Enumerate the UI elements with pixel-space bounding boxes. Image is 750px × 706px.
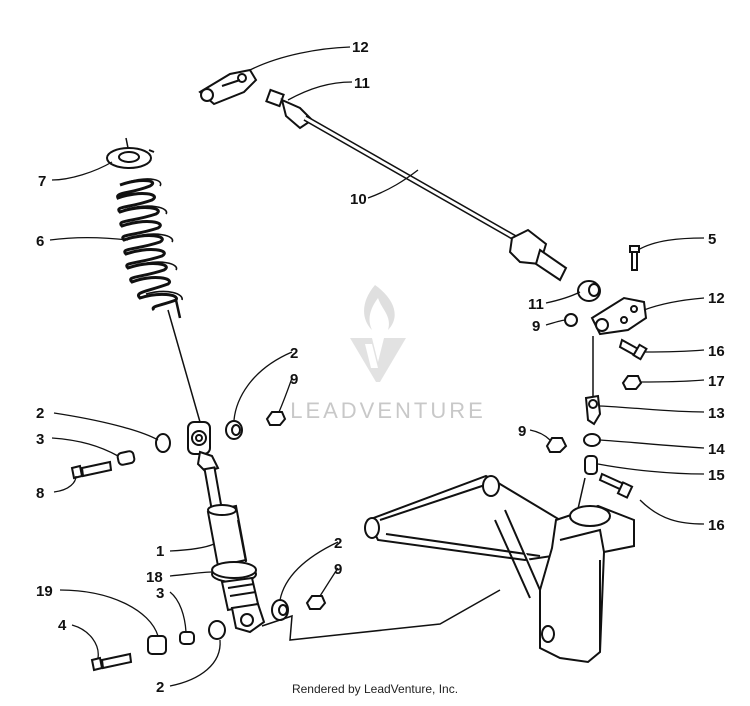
callout-15: 15 — [708, 467, 725, 484]
callout-6: 6 — [36, 233, 44, 250]
spindle — [539, 504, 635, 664]
bolt-8 — [70, 460, 113, 480]
watermark-logo — [350, 285, 406, 382]
leader-lines — [49, 46, 705, 687]
shock-shaft — [196, 450, 223, 510]
callout-9-lower: 9 — [334, 561, 342, 578]
mount-line — [261, 589, 501, 641]
bolt-16-lower — [598, 472, 634, 499]
bushing-upper-right-2 — [225, 420, 243, 440]
callout-17: 17 — [708, 373, 725, 390]
bolt-5 — [629, 245, 640, 271]
callout-4: 4 — [58, 617, 67, 634]
a-arm — [364, 474, 562, 614]
callout-7: 7 — [38, 173, 46, 190]
spacer-19 — [147, 635, 167, 655]
nut-9-lower — [305, 595, 327, 610]
spring-retainer — [106, 147, 155, 169]
callout-12-right: 12 — [708, 290, 725, 307]
callout-2-lower-left: 2 — [156, 679, 164, 696]
callout-10: 10 — [350, 191, 367, 208]
callout-1: 1 — [156, 543, 164, 560]
tie-rod-sleeve — [508, 228, 568, 282]
jam-nut-14 — [583, 433, 601, 447]
callout-9-mid: 9 — [518, 423, 526, 440]
tie-rod-end-upper-left — [198, 68, 258, 106]
callout-16-upper: 16 — [708, 343, 725, 360]
ball-joint-13 — [584, 394, 602, 426]
jam-nut-upper-right — [577, 280, 601, 302]
callout-16-lower: 16 — [708, 517, 725, 534]
callout-2-lower-right: 2 — [334, 535, 342, 552]
render-credit: Rendered by LeadVenture, Inc. — [291, 682, 459, 696]
callout-2-upper-left: 2 — [36, 405, 44, 422]
nut-17 — [621, 375, 643, 390]
tie-rod-end-upper-right — [590, 296, 648, 336]
callout-9-upper-right: 9 — [532, 318, 540, 335]
bolt-4 — [90, 652, 133, 672]
tie-rod — [303, 115, 517, 241]
callout-3-upper: 3 — [36, 431, 44, 448]
callout-19: 19 — [36, 583, 53, 600]
sleeve-upper-3 — [116, 450, 136, 466]
bolt-16-upper — [618, 338, 648, 361]
callout-11-right: 11 — [528, 296, 544, 313]
callout-5: 5 — [708, 231, 716, 248]
callout-14: 14 — [708, 441, 725, 458]
callout-12-top: 12 — [352, 39, 369, 56]
shock-body — [206, 504, 248, 568]
callout-9-upper-left: 9 — [290, 371, 298, 388]
washer-9-mid — [545, 437, 568, 453]
callout-11-top: 11 — [354, 75, 370, 92]
bushing-lower-left-2 — [208, 620, 226, 640]
callout-2-upper-right: 2 — [290, 345, 298, 362]
bushing-lower-right-2 — [271, 599, 289, 621]
callout-18: 18 — [146, 569, 163, 586]
callout-labels: 12 11 7 10 6 5 11 12 9 16 17 2 9 2 3 13 … — [36, 39, 725, 696]
callout-8: 8 — [36, 485, 44, 502]
sleeve-lower-3 — [179, 631, 195, 645]
bushing-upper-left-2 — [155, 433, 171, 453]
washer-9-upper — [564, 313, 578, 327]
callout-13: 13 — [708, 405, 725, 422]
shock-upper-eye — [187, 421, 211, 455]
spacer-15 — [584, 455, 598, 475]
nut-9-upper — [265, 411, 287, 426]
jam-nut-upper-left — [265, 88, 314, 130]
callout-3-lower: 3 — [156, 585, 164, 602]
shock-centerline-upper — [167, 309, 201, 423]
shock-lower-eye — [230, 602, 266, 634]
coil-spring — [116, 178, 183, 319]
watermark-text: LEADVENTURE — [290, 398, 486, 423]
